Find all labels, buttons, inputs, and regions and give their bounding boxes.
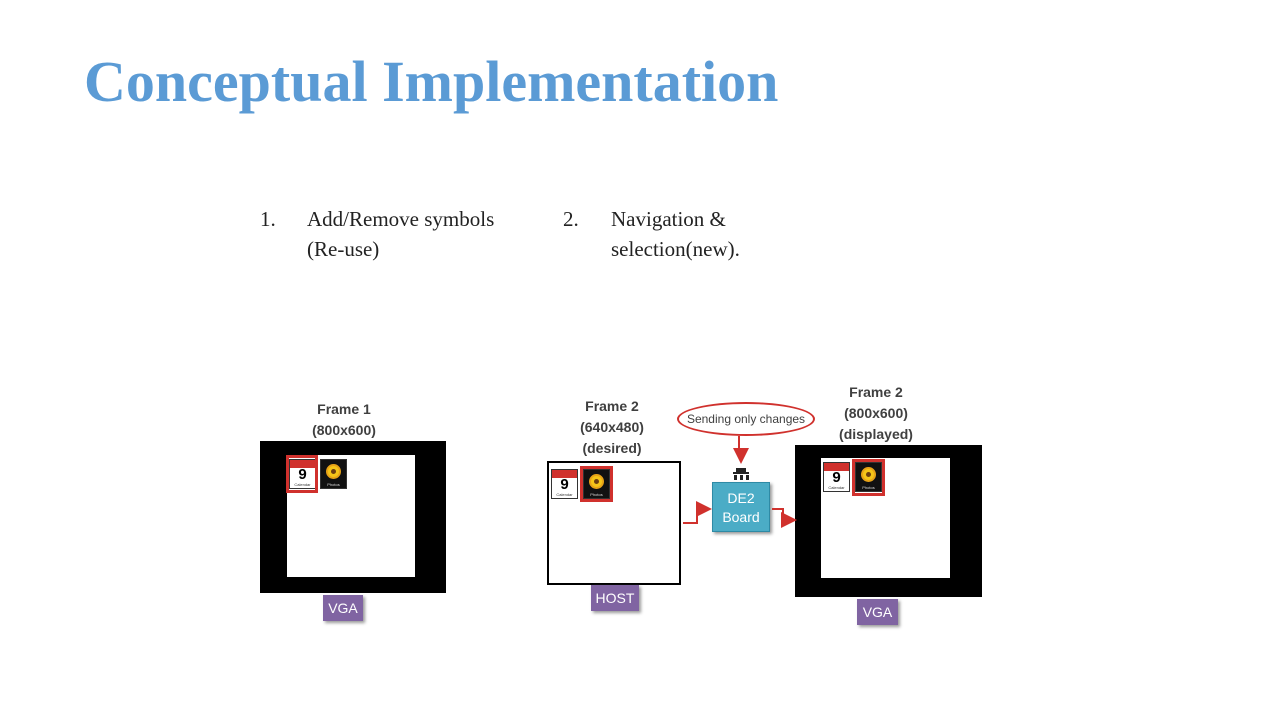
- calendar-icon: 9 Calendar: [289, 459, 316, 489]
- de2-board: DE2 Board: [712, 482, 770, 532]
- list-text: Navigation & selection(new).: [611, 204, 740, 264]
- list-line: selection(new).: [611, 237, 740, 261]
- frame2-desired-label-line: Frame 2: [585, 398, 639, 414]
- frame2-desired-label-line: (desired): [582, 440, 642, 456]
- sending-changes-callout: Sending only changes: [677, 402, 815, 436]
- frame2-desired-label: Frame 2 (640x480) (desired): [566, 396, 658, 459]
- calendar-caption: Calendar: [556, 492, 573, 497]
- list-number: 1.: [260, 207, 276, 231]
- antenna-icon: [733, 468, 749, 480]
- photos-caption: Photos: [590, 492, 603, 497]
- calendar-icon: 9 Calendar: [823, 462, 850, 492]
- frame2-desired-selection-box: [580, 466, 613, 502]
- frame1-selection-box: [286, 455, 318, 493]
- host-to-board-arrow: [683, 501, 712, 524]
- slide-title: Conceptual Implementation: [84, 49, 779, 114]
- list-text: Add/Remove symbols (Re-use): [307, 204, 494, 264]
- board-to-vga-arrow: [772, 508, 797, 528]
- photos-icon: Photos: [855, 462, 882, 492]
- photos-caption: Photos: [327, 482, 340, 487]
- frame2-displayed-label-line: (800x600): [844, 405, 908, 421]
- list-line: Add/Remove symbols: [307, 207, 495, 231]
- frame2-displayed-label-line: Frame 2: [849, 384, 903, 400]
- photos-icon: Photos: [583, 469, 610, 499]
- list-line: Navigation &: [611, 207, 726, 231]
- callout-to-board-arrow: [733, 436, 749, 464]
- board-label-line: DE2: [727, 490, 755, 506]
- frame1-label-line: Frame 1: [317, 401, 371, 417]
- list-number: 2.: [563, 207, 579, 231]
- calendar-day: 9: [298, 466, 307, 483]
- calendar-caption: Calendar: [294, 482, 311, 487]
- frame1-label: Frame 1 (800x600): [298, 399, 390, 441]
- list-line: (Re-use): [307, 237, 380, 261]
- frame2-desired-label-line: (640x480): [580, 419, 644, 435]
- frame1-label-line: (800x600): [312, 422, 376, 438]
- frame2-vga-tag: VGA: [857, 599, 898, 625]
- calendar-day: 9: [560, 476, 569, 493]
- frame2-displayed-selection-box: [852, 459, 885, 496]
- calendar-day: 9: [832, 469, 841, 486]
- calendar-icon: 9 Calendar: [551, 469, 578, 499]
- board-label-line: Board: [722, 509, 760, 525]
- photos-caption: Photos: [862, 485, 875, 490]
- host-tag: HOST: [591, 585, 639, 611]
- frame2-displayed-label-line: (displayed): [839, 426, 913, 442]
- frame1-vga-tag: VGA: [323, 595, 363, 621]
- photos-icon: Photos: [320, 459, 347, 489]
- calendar-caption: Calendar: [828, 485, 845, 490]
- frame2-displayed-label: Frame 2 (800x600) (displayed): [828, 382, 924, 445]
